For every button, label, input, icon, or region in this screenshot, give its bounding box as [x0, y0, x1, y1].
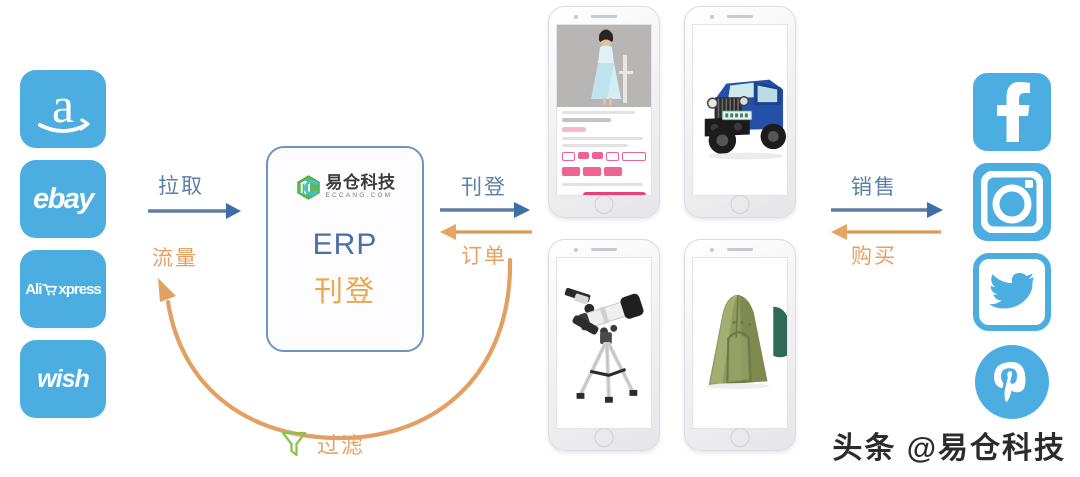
amazon-icon: a — [32, 77, 94, 136]
phone-fashion-screen[interactable] — [556, 24, 652, 196]
aliexpress-icon: Ali xpress — [25, 280, 102, 298]
svg-text:a: a — [52, 82, 74, 133]
home-button[interactable] — [594, 428, 614, 447]
phone-telescope-screen[interactable] — [556, 257, 652, 429]
funnel-icon — [281, 431, 307, 457]
swatch-chip[interactable] — [606, 152, 619, 161]
front-camera-icon — [574, 15, 578, 19]
earpiece-speaker — [727, 15, 753, 18]
platform-tile-amazon[interactable]: a — [20, 70, 106, 148]
swatch-chip[interactable] — [622, 152, 646, 161]
facebook-icon-svg — [997, 82, 1030, 142]
tag-chip[interactable] — [603, 167, 622, 176]
flow-label-traffic: 流量 — [152, 247, 198, 270]
arrow-sell — [831, 202, 943, 218]
flow-label-order: 订单 — [461, 245, 507, 268]
product-price-line — [562, 127, 587, 132]
instagram-icon — [973, 163, 1051, 241]
erp-subtitle: 刊登 — [313, 276, 376, 308]
platform-tile-aliexpress[interactable]: Ali xpress — [20, 250, 106, 328]
product-swatch-row[interactable] — [562, 152, 646, 161]
watermark: 头条 @易仓科技 — [832, 432, 1066, 465]
erp-card[interactable]: 易仓科技 ECCANG.COM ERP 刊登 — [266, 146, 424, 352]
front-camera-icon — [710, 248, 714, 252]
arrow-pull — [148, 203, 241, 219]
tent-product-image — [693, 269, 787, 417]
swatch-chip[interactable] — [592, 152, 603, 159]
earpiece-speaker — [591, 15, 617, 18]
twitter-icon-svg — [989, 273, 1034, 309]
dress-model-image — [557, 25, 651, 107]
social-tile-instagram[interactable] — [968, 162, 1056, 242]
social-tile-pinterest[interactable] — [968, 342, 1056, 422]
cart-icon — [42, 283, 58, 295]
phone-tent-screen[interactable] — [692, 257, 788, 429]
phone-jeep-screen[interactable] — [692, 24, 788, 196]
home-button[interactable] — [730, 195, 750, 214]
flow-label-buy: 购买 — [851, 245, 897, 268]
arrow-buy — [831, 224, 941, 240]
erp-title: ERP — [312, 228, 378, 261]
home-button[interactable] — [730, 428, 750, 447]
front-camera-icon — [710, 15, 714, 19]
left-platform-column: a ebay Ali xpress wish — [20, 70, 106, 418]
earpiece-speaker — [591, 248, 617, 251]
instagram-icon-svg — [981, 171, 1043, 233]
product-tag-row[interactable] — [562, 167, 646, 176]
wish-icon: wish — [37, 364, 90, 393]
facebook-icon — [973, 73, 1051, 151]
social-tile-twitter[interactable] — [968, 252, 1056, 332]
pinterest-icon-svg — [994, 362, 1026, 403]
arrow-traffic-loop — [158, 257, 513, 441]
front-camera-icon — [574, 248, 578, 252]
filter-mark: 过滤 — [281, 428, 365, 460]
home-button[interactable] — [594, 195, 614, 214]
eccang-logo-icon — [296, 174, 320, 200]
ebay-icon: ebay — [32, 182, 95, 215]
filter-label: 过滤 — [317, 433, 366, 458]
swatch-chip[interactable] — [562, 152, 575, 161]
product-note-line — [562, 183, 643, 186]
buy-now-button[interactable] — [583, 192, 646, 195]
eccang-logo: 易仓科技 ECCANG.COM — [295, 172, 396, 202]
product-title-line — [562, 118, 611, 122]
telescope-product-image — [557, 269, 651, 417]
flow-label-publish: 刊登 — [461, 176, 507, 199]
eccang-logo-text: 易仓科技 ECCANG.COM — [326, 174, 396, 200]
product-meta-line — [562, 137, 643, 140]
social-tile-facebook[interactable] — [968, 72, 1056, 152]
eccang-logo-cn: 易仓科技 — [325, 173, 396, 193]
twitter-icon — [973, 253, 1051, 331]
tag-chip[interactable] — [562, 167, 580, 176]
phone-fashion[interactable] — [548, 6, 660, 218]
eccang-logo-en: ECCANG.COM — [325, 192, 393, 200]
arrow-publish — [440, 202, 530, 218]
pinterest-icon — [975, 345, 1049, 419]
flow-label-pull: 拉取 — [158, 175, 204, 198]
phone-tent[interactable] — [684, 239, 796, 451]
platform-tile-wish[interactable]: wish — [20, 340, 106, 418]
platform-tile-ebay[interactable]: ebay — [20, 160, 106, 238]
arrow-order — [440, 224, 532, 240]
jeep-product-image — [693, 46, 787, 174]
product-meta-line-2 — [562, 144, 628, 147]
right-social-column — [968, 72, 1056, 422]
phone-jeep[interactable] — [684, 6, 796, 218]
product-desc-line — [562, 111, 636, 114]
product-hero-image — [557, 25, 651, 107]
earpiece-speaker — [727, 248, 753, 251]
amazon-icon-svg: a — [38, 77, 90, 133]
flow-label-sell: 销售 — [851, 176, 897, 199]
phone-telescope[interactable] — [548, 239, 660, 451]
tag-chip[interactable] — [582, 167, 601, 176]
swatch-chip[interactable] — [578, 152, 589, 159]
